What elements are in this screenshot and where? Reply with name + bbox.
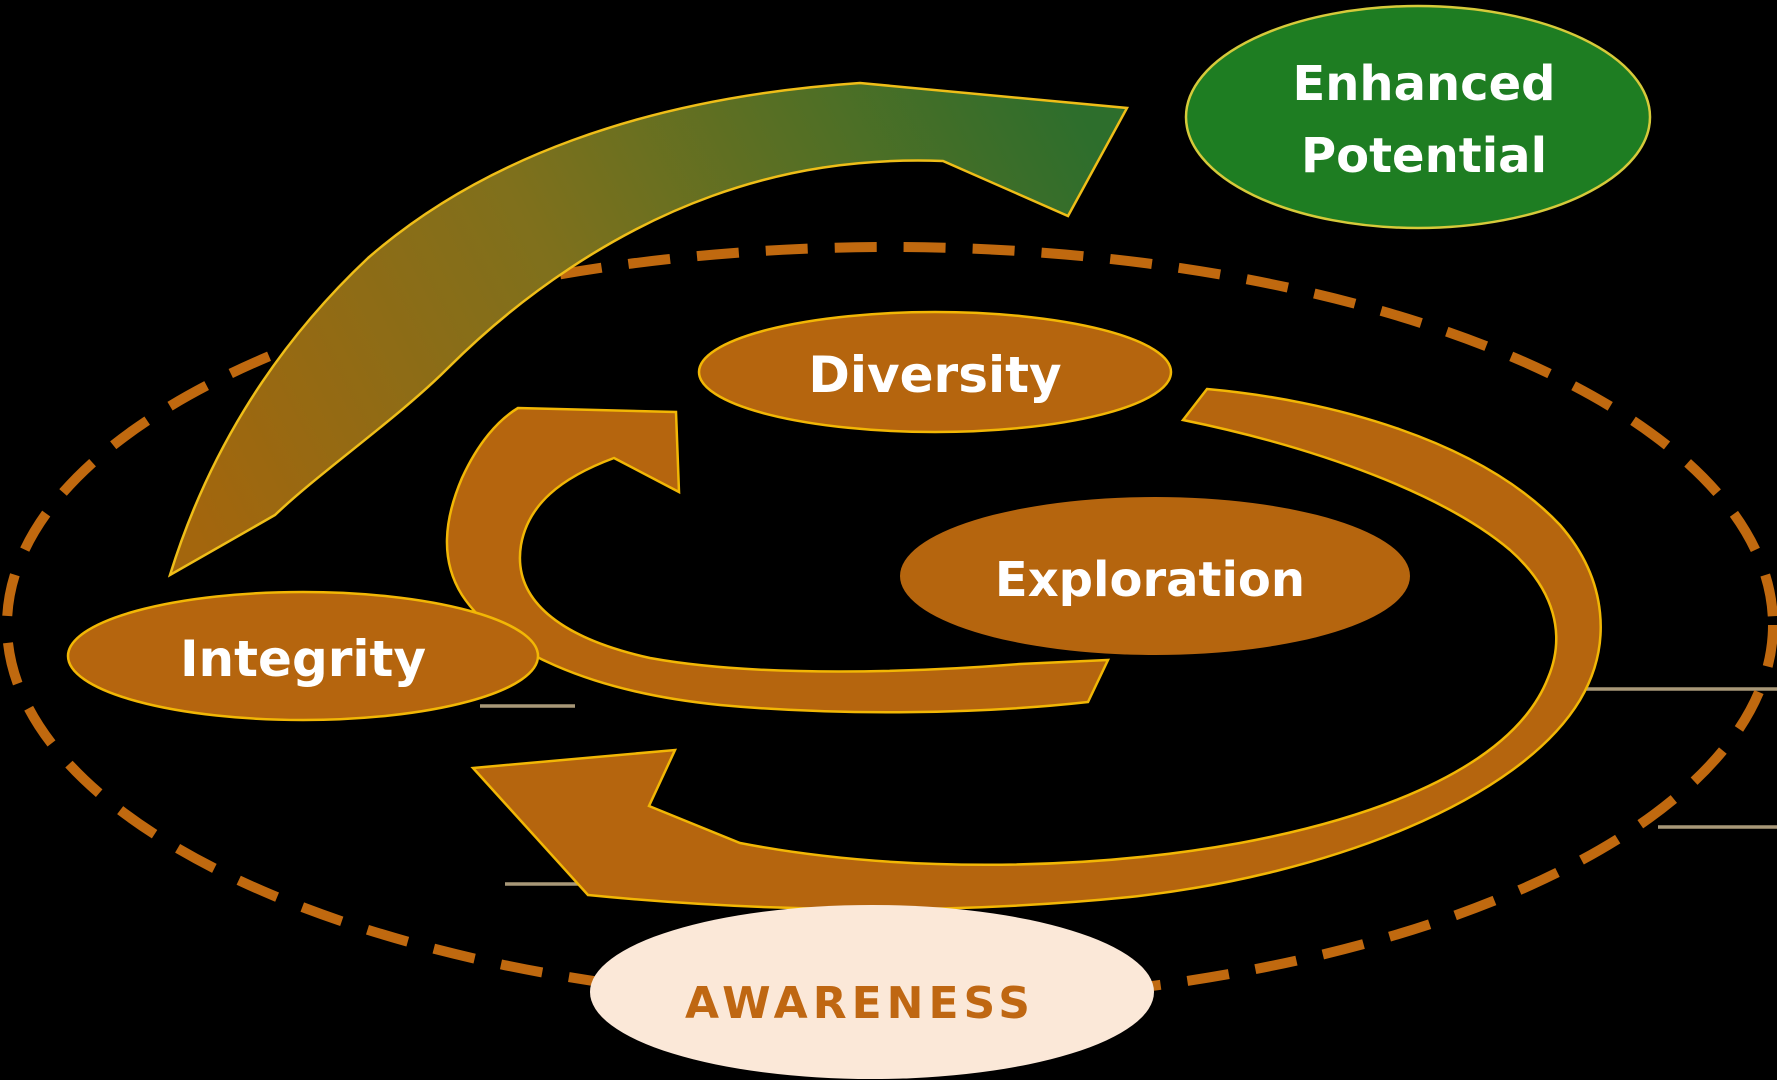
node-awareness: AWARENESS — [590, 905, 1154, 1079]
node-enhanced-potential: Enhanced Potential — [1184, 4, 1652, 230]
node-exploration: Exploration — [900, 497, 1410, 655]
exploration-label: Exploration — [995, 552, 1305, 608]
integrity-label: Integrity — [180, 630, 426, 688]
dashed-ring — [2, 242, 1777, 1008]
node-diversity: Diversity — [697, 310, 1173, 434]
ascent-arrow — [167, 81, 1130, 578]
integrity-ellipse — [66, 590, 540, 722]
diversity-label: Diversity — [808, 346, 1061, 404]
awareness-ellipse — [590, 905, 1154, 1079]
exploration-ellipse — [900, 497, 1410, 655]
enhanced-potential-ellipse — [1184, 4, 1652, 230]
enhanced-potential-label-line1: Enhanced — [1292, 56, 1555, 112]
cycle-arrow-inner — [445, 406, 1111, 714]
diversity-ellipse — [697, 310, 1173, 434]
cycle-arrow-outer — [470, 387, 1602, 911]
node-integrity: Integrity — [66, 590, 540, 722]
awareness-label: AWARENESS — [685, 978, 1035, 1029]
enhanced-potential-label-line2: Potential — [1301, 128, 1547, 184]
